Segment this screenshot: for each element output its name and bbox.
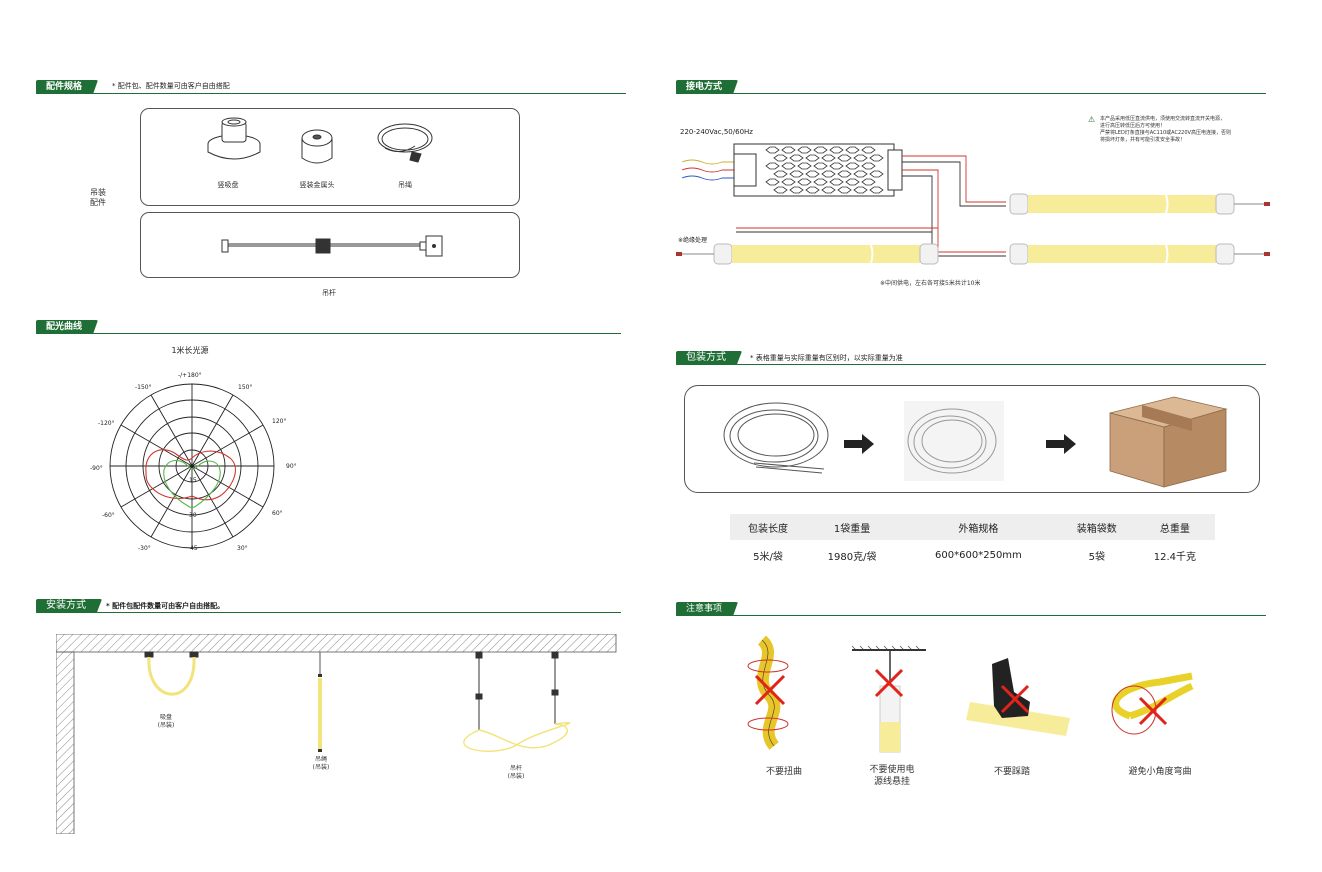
wiring-insulation: ※绝缘处理 [678, 237, 708, 244]
metal-head-icon [301, 129, 333, 164]
table-cell: 5米/袋 [753, 551, 783, 563]
table-header-cell: 装箱袋数 [1058, 514, 1135, 540]
carton-box-icon [1109, 396, 1228, 488]
caution-label-2: 不要使用电 源线悬挂 [869, 765, 915, 787]
accessory-label-3: 吊绳 [398, 181, 412, 189]
polar-angle-label: -30° [138, 545, 151, 552]
caution-label-1: 不要扭曲 [765, 767, 802, 777]
accessory-drawings [207, 117, 433, 164]
table-cell: 12.4千克 [1153, 551, 1197, 563]
table-header-cell: 包装长度 [730, 514, 807, 540]
cable-icon [377, 123, 433, 163]
section-rule [676, 615, 1266, 616]
cross-icon [1000, 684, 1030, 714]
install-label-1: 吸盘 (吊装) [157, 714, 175, 729]
section-tab-light-curve: 配光曲线 [36, 320, 99, 334]
warning-icon: ⚠ [1088, 115, 1096, 124]
table-cell: 600*600*250mm [935, 549, 1022, 561]
accessory-group-label: 吊装 配件 [90, 188, 106, 207]
section-tab-accessories: 配件规格 [36, 80, 99, 94]
bent-strip-icon [1111, 672, 1194, 735]
bagged-coil-icon [907, 408, 997, 474]
section-note-installation: * 配件包配件数量可由客户自由搭配。 [106, 602, 225, 610]
polar-angle-label: -/+180° [178, 372, 202, 379]
table-header-cell: 总重量 [1134, 514, 1215, 540]
polar-angle-label: -60° [102, 512, 115, 519]
table-header-cell: 1袋重量 [806, 514, 899, 540]
twisted-strip-icon [747, 636, 789, 750]
polar-angle-label: 120° [272, 418, 287, 425]
section-note-packaging: * 表格重量与实际重量有区别时，以实际重量为准 [750, 354, 903, 362]
wiring-diagram [676, 143, 1270, 265]
cross-icon [874, 668, 904, 698]
table-row: 5米/袋 1980克/袋 600*600*250mm 5袋 12.4千克 [730, 540, 1215, 570]
accessory-label-2: 竖装金属头 [299, 181, 335, 189]
table-header-cell: 外箱规格 [898, 514, 1059, 540]
wiring-warning: 本产品采用低压直流供电，须使用交流转直流开关电源， 进行高压转低压后方可使用！ … [1100, 116, 1231, 143]
section-rule [676, 364, 1266, 365]
section-rule [36, 93, 626, 94]
polar-angle-label: -120° [98, 420, 115, 427]
accessory-label-1: 竖吸盘 [217, 181, 239, 189]
install-label-3: 吊杆 (吊装) [507, 765, 525, 780]
cross-icon [754, 674, 786, 706]
wiring-voltage: 220-240Vac,50/60Hz [680, 128, 753, 136]
coil-icon [723, 402, 829, 474]
polar-chart [109, 383, 275, 549]
section-rule [36, 333, 621, 334]
caution-label-3: 不要踩踏 [993, 767, 1030, 777]
section-tab-notes: 注意事项 [676, 602, 739, 616]
section-tab-wiring: 接电方式 [676, 80, 739, 94]
table-cell: 1980克/袋 [827, 551, 877, 563]
polar-angle-label: -90° [90, 465, 103, 472]
arrow-icon [844, 434, 874, 454]
cross-icon [1138, 696, 1168, 726]
installation-diagram [56, 634, 617, 834]
rod-icon [221, 235, 443, 257]
polar-angle-label: 30° [237, 545, 248, 552]
polar-chart-title: 1米长光源 [171, 346, 209, 355]
section-rule [36, 612, 621, 613]
packaging-table: 包装长度 1袋重量 外箱规格 装箱袋数 总重量 5米/袋 1980克/袋 600… [730, 514, 1215, 570]
wiring-footnote: ※中间供电，左右各可接5米共计10米 [880, 280, 981, 287]
suction-cup-icon [207, 117, 261, 160]
table-cell: 5袋 [1088, 551, 1105, 563]
table-header-row: 包装长度 1袋重量 外箱规格 装箱袋数 总重量 [730, 514, 1215, 540]
section-tab-installation: 安装方式 [36, 599, 102, 613]
hanging-strip-icon [851, 645, 926, 753]
polar-angle-label: -150° [135, 384, 152, 391]
install-label-2: 吊绳 (吊装) [312, 756, 330, 771]
packaging-flow [723, 396, 1228, 488]
rod-label: 吊杆 [322, 289, 336, 297]
polar-radial-label: 30 [189, 512, 197, 519]
arrow-icon [1046, 434, 1076, 454]
polar-angle-label: 45 [190, 545, 198, 552]
polar-angle-label: 150° [238, 384, 253, 391]
polar-angle-label: 60° [272, 510, 283, 517]
polar-radial-label: 15 [189, 477, 197, 484]
section-rule [676, 93, 1266, 94]
caution-label-4: 避免小角度弯曲 [1128, 767, 1192, 777]
caution-illustrations [747, 636, 1194, 753]
section-tab-packaging: 包装方式 [676, 351, 742, 365]
polar-angle-label: 90° [286, 463, 297, 470]
section-note-accessories: * 配件包、配件数量可由客户自由搭配 [112, 82, 230, 90]
